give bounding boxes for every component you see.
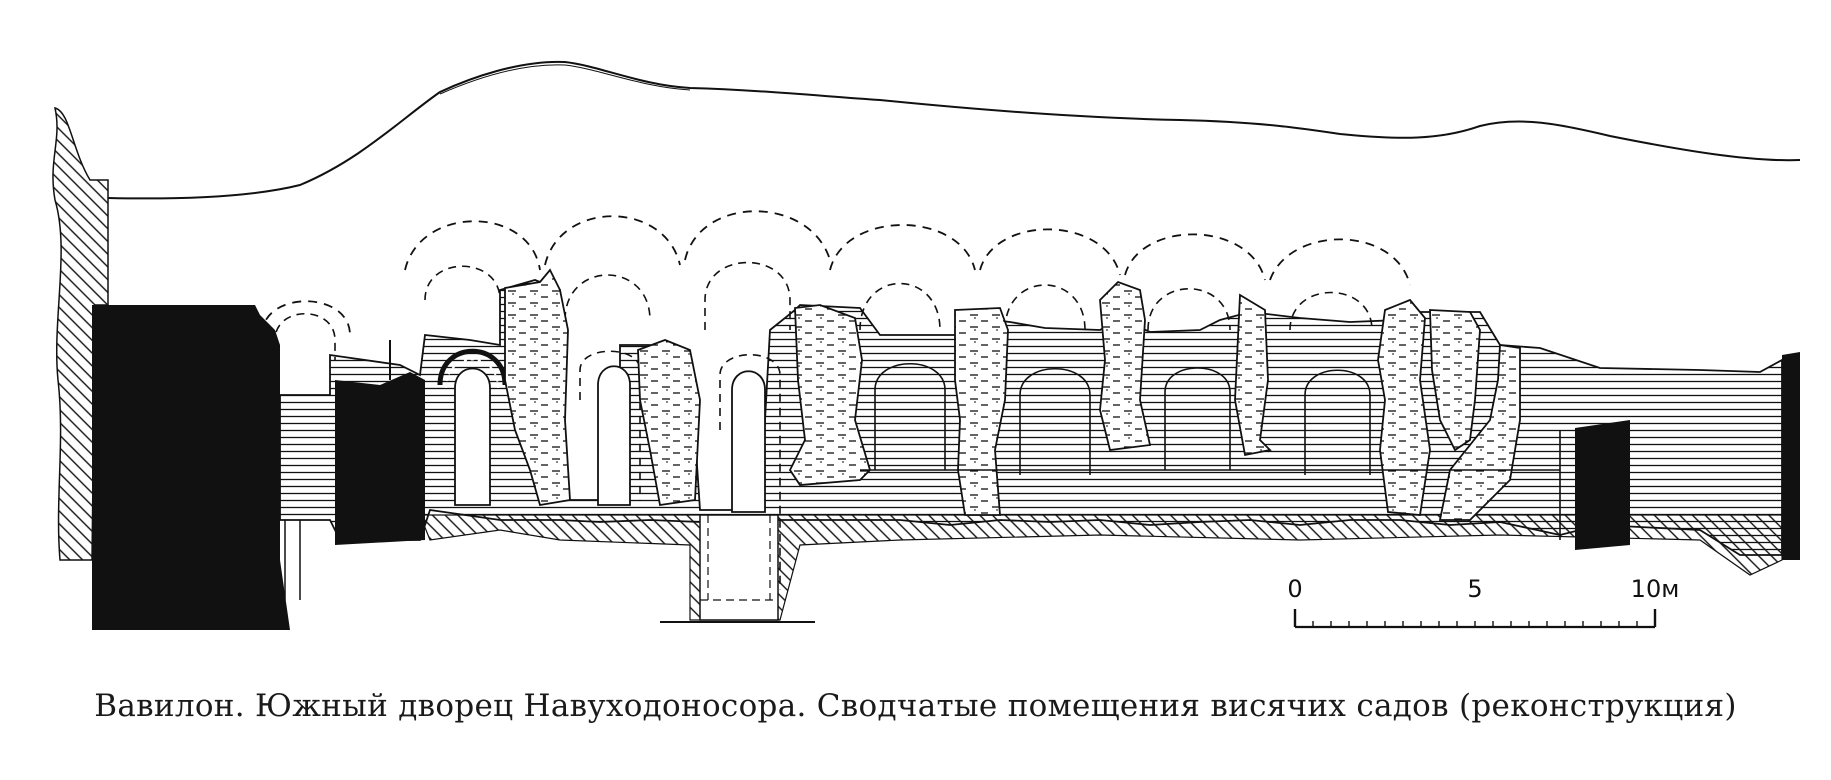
solid-wall-left <box>92 305 290 630</box>
solid-wall-mid <box>335 372 425 545</box>
figure-caption: Вавилон. Южный дворец Навуходоносора. Св… <box>94 688 1737 724</box>
scale-label-10: 10м <box>1631 575 1680 603</box>
well-shaft <box>699 514 779 621</box>
arched-openings <box>454 365 766 513</box>
vault-outlines <box>860 362 1561 540</box>
left-cut-face <box>52 106 109 561</box>
reconstructed-vaults-outer <box>261 210 1411 336</box>
scale-label-5: 5 <box>1467 575 1482 603</box>
section-drawing <box>52 60 1801 630</box>
ground-profile-line <box>107 60 1801 200</box>
ruined-pillars <box>504 268 1521 521</box>
solid-wall-edge <box>1782 352 1800 560</box>
solid-wall-right <box>1575 420 1630 550</box>
scale-label-0: 0 <box>1287 575 1302 603</box>
scale-bar: 0 5 10м <box>1287 575 1679 629</box>
